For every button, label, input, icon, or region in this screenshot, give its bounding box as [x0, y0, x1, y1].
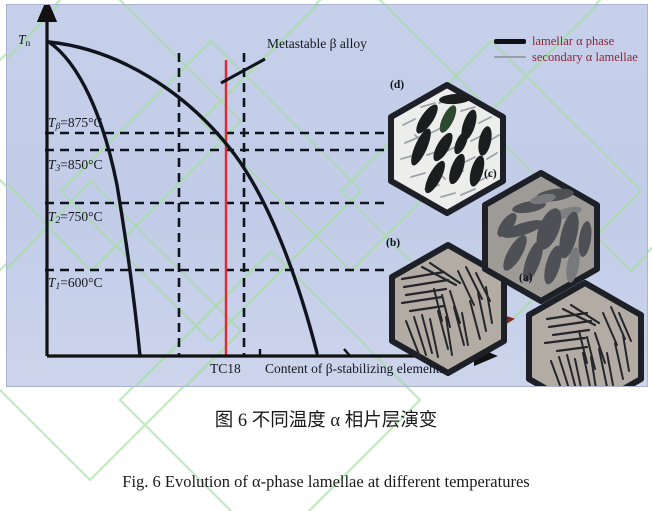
tc18-label: TC18: [210, 361, 241, 376]
beta-transus-curve: [47, 40, 319, 355]
legend-swatch-thick-line: [494, 38, 526, 44]
metastable-beta-alloy-label: Metastable β alloy: [267, 36, 367, 51]
figure-caption-english: Fig. 6 Evolution of α-phase lamellae at …: [122, 472, 530, 491]
figure-panel: Tn Tβ=875°C T3=850°C T2=750°C T1=600°C M…: [6, 4, 648, 387]
micrograph-label-c: (c): [484, 168, 497, 180]
legend-item-secondary-alpha: secondary α lamellae: [494, 49, 638, 65]
temperature-dashed-lines: [45, 131, 385, 272]
legend-swatch-thin-line: [494, 56, 526, 58]
metastable-leader-line: [220, 57, 266, 85]
x-axis-label: Content of β-stabilizing elements: [265, 361, 445, 376]
temperature-label-t1: T1=600°C: [48, 275, 103, 293]
ms-curve: [47, 40, 142, 358]
legend-label-secondary-alpha: secondary α lamellae: [532, 49, 638, 64]
micrograph-label-a: (a): [519, 272, 533, 284]
micrograph-label-b: (b): [386, 237, 401, 249]
legend-label-lamellar-alpha: lamellar α phase: [532, 33, 615, 48]
micrograph-label-d: (d): [390, 79, 405, 91]
y-axis-top-label: Tn: [18, 32, 31, 50]
legend-item-lamellar-alpha: lamellar α phase: [494, 33, 638, 49]
temperature-label-t2: T2=750°C: [48, 209, 103, 227]
composition-dashed-lines: [177, 53, 246, 356]
legend: lamellar α phase secondary α lamellae: [494, 33, 638, 65]
temperature-label-tbeta: Tβ=875°C: [48, 115, 103, 133]
figure-caption-chinese: 图 6 不同温度 α 相片层演变: [214, 411, 438, 431]
micrograph-c: [482, 170, 600, 304]
micrograph-d: [388, 82, 506, 216]
temperature-label-t3: T3=850°C: [48, 157, 103, 175]
